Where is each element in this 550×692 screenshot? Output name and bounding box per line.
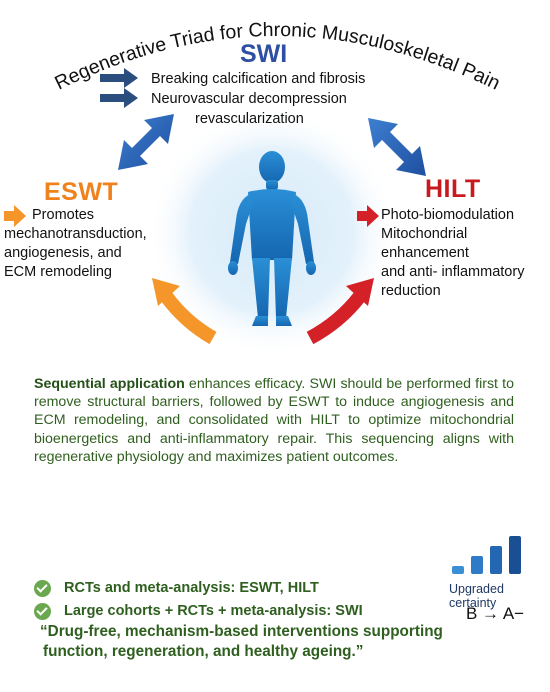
- swi-bullet-arrow-2: [100, 88, 138, 108]
- hilt-line-5: reduction: [381, 283, 441, 299]
- swi-point-2: Neurovascular decompression: [151, 91, 347, 107]
- eswt-line-3: angiogenesis, and: [4, 245, 122, 261]
- eswt-text: Promotes mechanotransduction, angiogenes…: [4, 206, 184, 282]
- paragraph-lead: Sequential application: [34, 376, 185, 392]
- check-icon: [34, 580, 51, 597]
- eswt-curved-arrow: [152, 278, 217, 345]
- hilt-line-4: and anti- inflammatory: [381, 264, 525, 280]
- certainty-bar: [452, 566, 464, 574]
- evidence-line-1: RCTs and meta-analysis: ESWT, HILT: [64, 580, 319, 596]
- certainty-bars: [452, 536, 521, 574]
- eswt-line-2: mechanotransduction,: [4, 226, 147, 242]
- check-icon: [34, 603, 51, 620]
- quote-line-2: function, regeneration, and healthy agei…: [43, 643, 364, 660]
- hilt-curved-arrow: [306, 278, 374, 345]
- left-double-arrow: [118, 114, 174, 170]
- hilt-line-1: Photo-biomodulation: [381, 207, 515, 223]
- closing-quote: “Drug-free, mechanism-based intervention…: [40, 622, 540, 662]
- swi-point-3: revascularization: [195, 111, 304, 127]
- right-double-arrow: [368, 118, 426, 176]
- certainty-bar: [509, 536, 521, 574]
- paragraph-body: enhances efficacy. SWI should be perform…: [34, 376, 514, 465]
- certainty-grade: B → A−: [466, 604, 525, 623]
- hilt-bullet-arrow: [357, 205, 379, 227]
- eswt-heading: ESWT: [44, 178, 119, 206]
- certainty-bar: [471, 556, 483, 574]
- swi-point-1: Breaking calcification and fibrosis: [151, 71, 366, 87]
- quote-line-1: “Drug-free, mechanism-based intervention…: [40, 623, 443, 640]
- swi-heading: SWI: [240, 40, 288, 68]
- evidence-line-2: Large cohorts + RCTs + meta-analysis: SW…: [64, 603, 363, 619]
- certainty-bar: [490, 546, 502, 574]
- hilt-line-3: enhancement: [381, 245, 469, 261]
- eswt-line-1: Promotes: [32, 207, 95, 223]
- hilt-line-2: Mitochondrial: [381, 226, 468, 242]
- sequencing-paragraph: Sequential application enhances efficacy…: [34, 375, 514, 466]
- hilt-text: Photo-biomodulation Mitochondrial enhanc…: [381, 206, 549, 301]
- human-figure: [228, 151, 316, 326]
- eswt-bullet-arrow: [4, 205, 26, 227]
- eswt-line-4: ECM remodeling: [4, 264, 112, 280]
- hilt-heading: HILT: [425, 175, 481, 203]
- swi-bullet-arrow-1: [100, 68, 138, 88]
- certainty-label: Upgraded certainty: [449, 582, 504, 610]
